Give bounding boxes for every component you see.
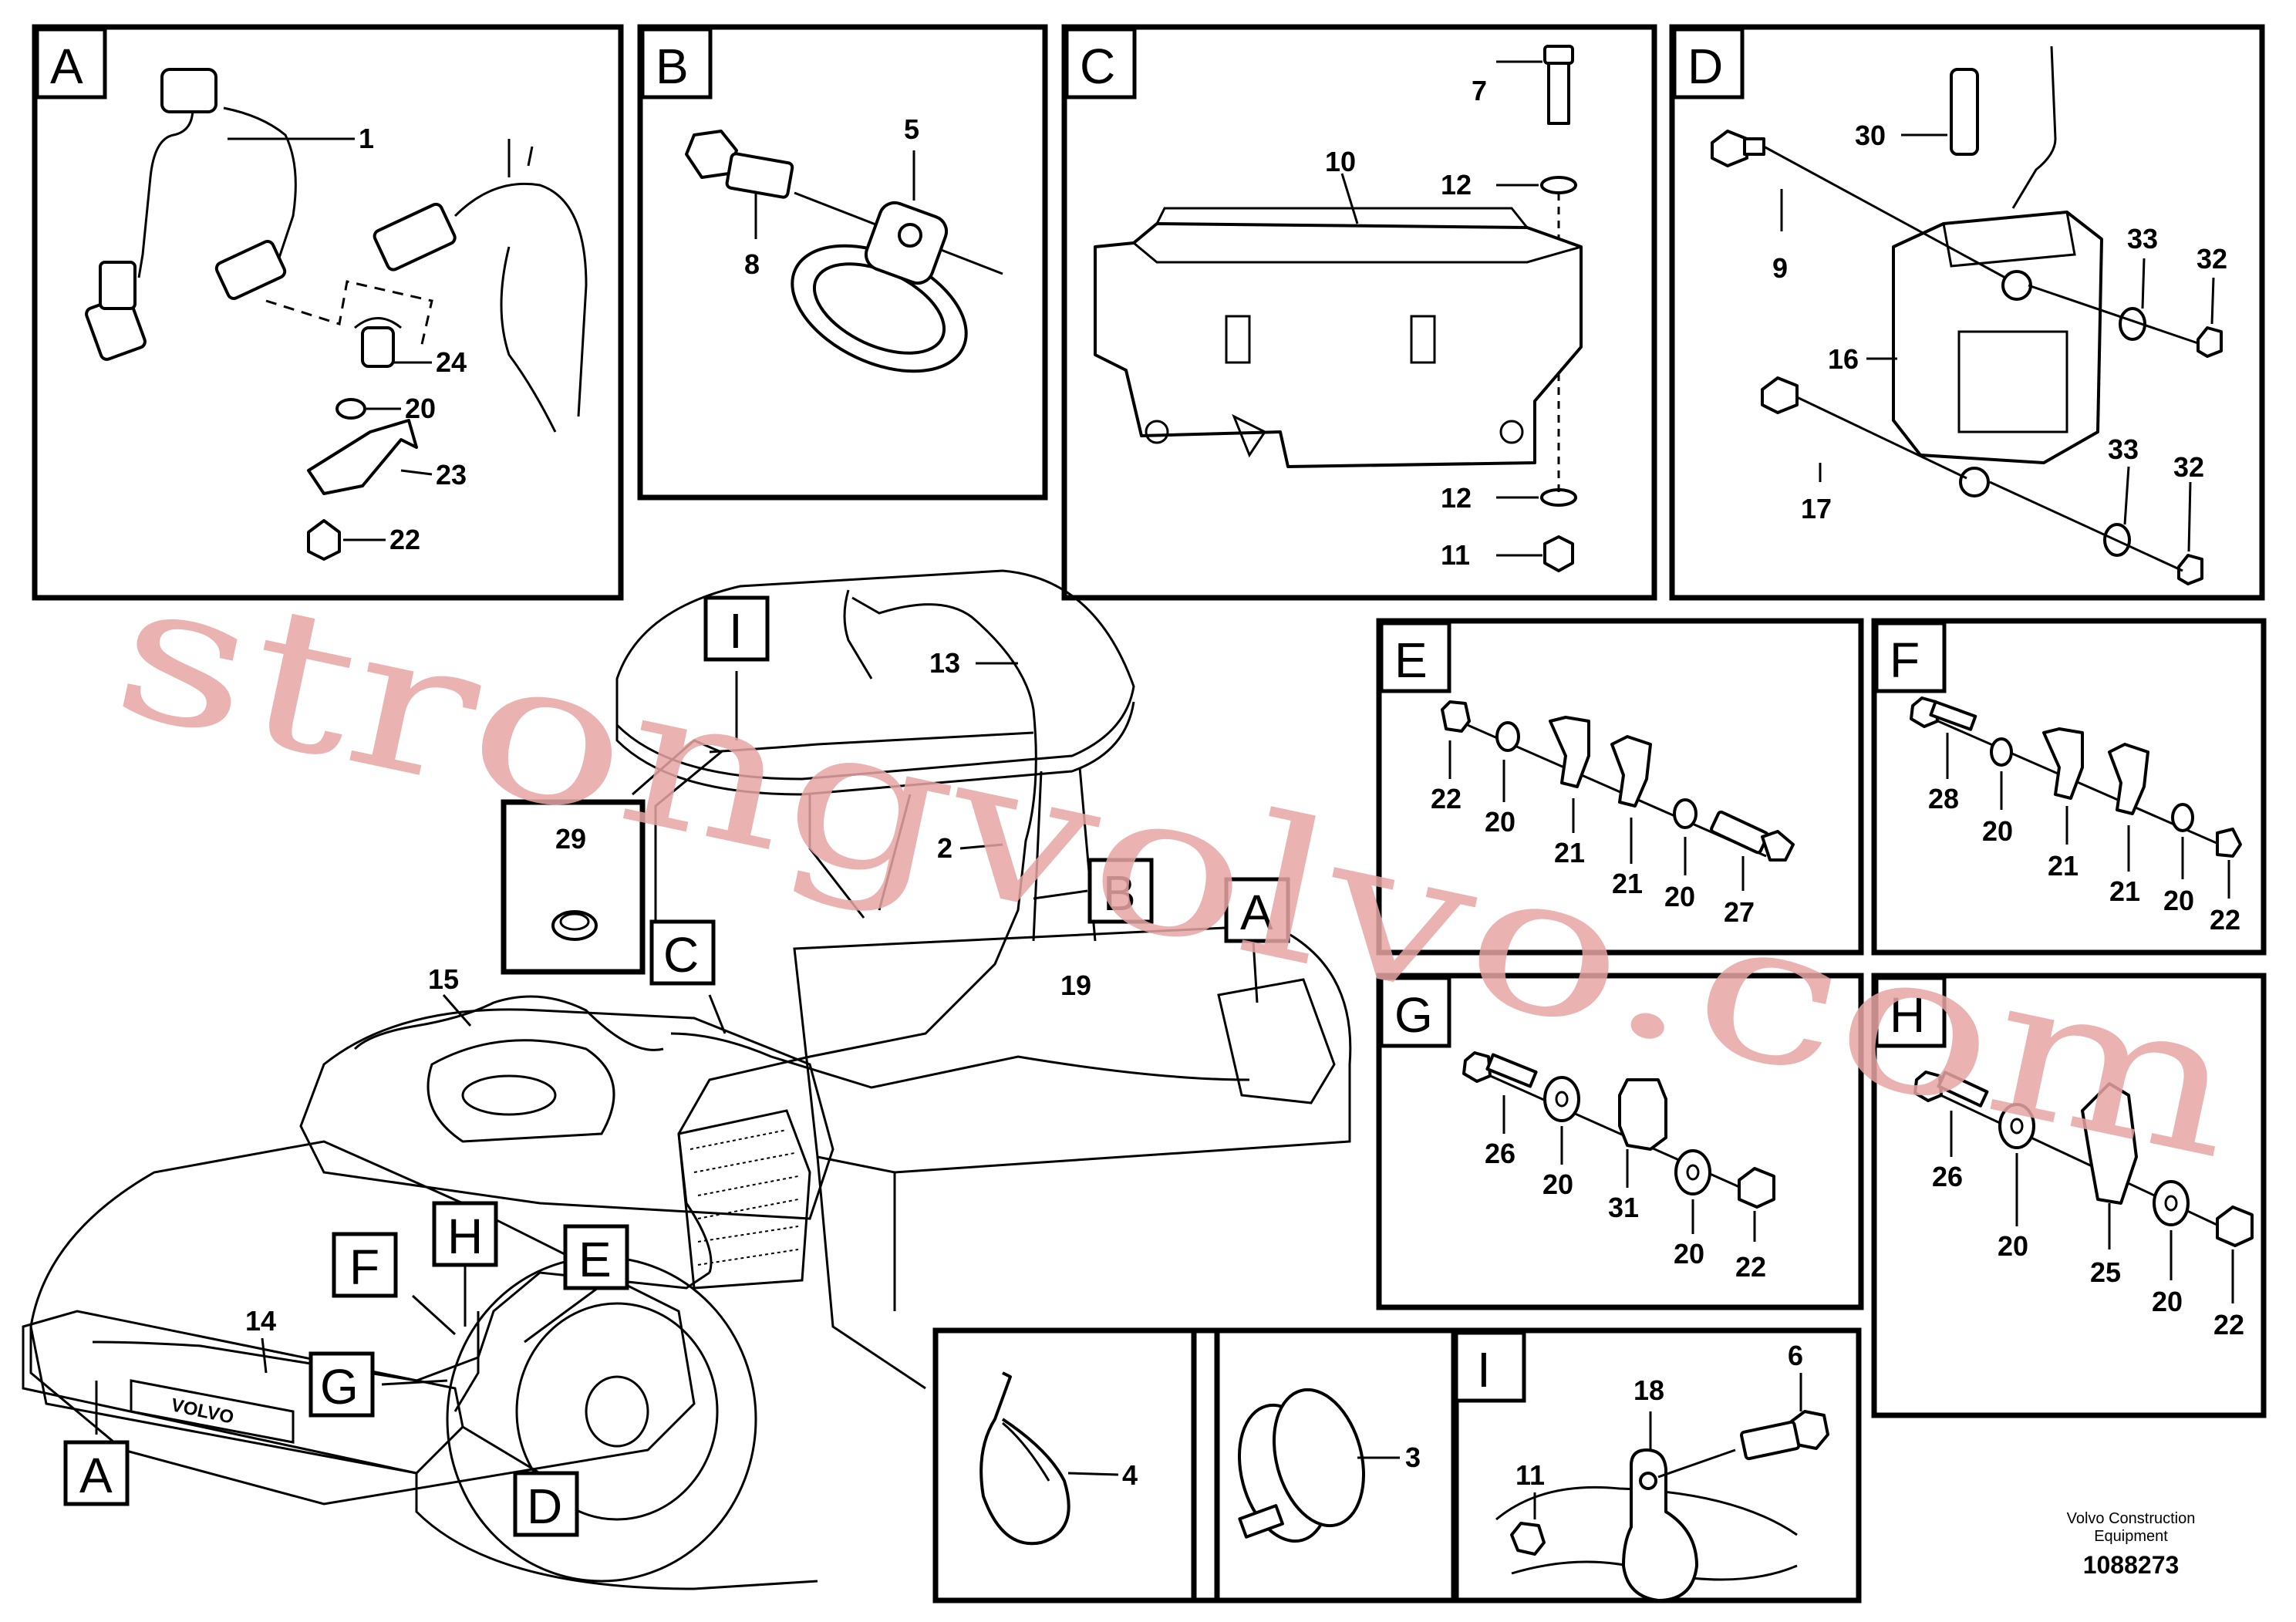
part-label: 28 — [1928, 783, 1959, 814]
part-label: 21 — [1554, 837, 1585, 868]
main-tag: E — [578, 1232, 612, 1287]
panel-i-tag: I — [1477, 1342, 1491, 1398]
part-label: 18 — [1633, 1374, 1664, 1406]
part-label: 12 — [1441, 169, 1472, 201]
panel-b: B 5 8 — [637, 24, 1048, 501]
main-tag: B — [1103, 865, 1136, 921]
part-label: 24 — [436, 346, 467, 378]
panel-f: F 28 20 21 21 20 22 — [1871, 618, 2267, 956]
part-label: 10 — [1325, 146, 1356, 177]
part-label: 2 — [937, 832, 952, 864]
panel-h: H 26 20 25 20 22 — [1871, 973, 2267, 1418]
part-label: 20 — [1982, 815, 2013, 847]
panel-a: A 1 24 20 23 22 — [32, 24, 624, 601]
panel-c-tag: C — [1080, 39, 1115, 94]
part-label: 8 — [744, 248, 760, 280]
panel-i: I 18 6 11 — [1451, 1327, 1862, 1603]
part-label: 32 — [2173, 451, 2204, 483]
part-label: 20 — [1485, 806, 1515, 838]
part-label: 32 — [2197, 243, 2227, 275]
part-label: 21 — [2109, 875, 2140, 907]
panel-cable-tie: 4 — [932, 1327, 1220, 1603]
panel-f-tag: F — [1890, 632, 1920, 688]
part-label: 11 — [1441, 539, 1470, 571]
part-label: 14 — [245, 1305, 276, 1337]
part-label: 26 — [1932, 1161, 1963, 1192]
main-tag: C — [663, 927, 699, 983]
panel-c: C 7 10 12 12 11 — [1061, 24, 1657, 601]
part-label: 33 — [2127, 223, 2158, 255]
main-tag: H — [447, 1209, 483, 1264]
part-label: 6 — [1788, 1340, 1803, 1371]
main-tag: I — [729, 603, 743, 659]
main-tag: A — [79, 1448, 113, 1503]
part-label: 1 — [359, 123, 374, 154]
part-label: 20 — [1998, 1230, 2028, 1262]
main-tag: D — [527, 1479, 562, 1534]
part-label: 26 — [1485, 1138, 1515, 1169]
panel-e-tag: E — [1394, 632, 1428, 688]
panel-g-tag: G — [1394, 987, 1433, 1043]
panel-g: G 26 20 31 20 22 — [1376, 973, 1864, 1310]
panel-d: D 30 9 33 32 16 17 33 32 — [1669, 24, 2265, 601]
panel-hose-clamp: 3 — [1191, 1327, 1459, 1603]
part-label: 25 — [2090, 1256, 2121, 1288]
part-label: 22 — [389, 524, 420, 555]
machine-overview: VOLVO I B A — [22, 569, 1352, 1590]
part-label: 3 — [1405, 1442, 1421, 1473]
main-tag: A — [1240, 885, 1273, 940]
part-label: 9 — [1772, 252, 1788, 284]
part-label: 12 — [1441, 482, 1472, 514]
part-label: 11 — [1515, 1459, 1545, 1491]
part-label: 20 — [2163, 885, 2194, 916]
part-label: 27 — [1724, 896, 1755, 928]
part-label: 33 — [2108, 433, 2139, 465]
part-label: 15 — [428, 963, 459, 995]
part-label: 16 — [1828, 343, 1859, 375]
part-label: 20 — [1542, 1168, 1573, 1200]
part-label: 22 — [2210, 904, 2240, 936]
part-label: 21 — [2048, 850, 2079, 882]
main-tag: F — [349, 1239, 379, 1295]
part-label: 23 — [436, 459, 467, 491]
panel-b-tag: B — [656, 39, 689, 94]
part-label: 21 — [1612, 868, 1643, 899]
part-label: 4 — [1122, 1459, 1138, 1491]
part-label: 22 — [2213, 1309, 2244, 1340]
part-label: 22 — [1431, 783, 1462, 814]
part-label: 30 — [1855, 120, 1886, 151]
part-label: 22 — [1735, 1251, 1766, 1283]
main-tag: G — [320, 1359, 359, 1415]
part-label: 5 — [904, 113, 919, 145]
company-name-line1: Volvo Construction — [2067, 1510, 2196, 1527]
part-label: 19 — [1060, 969, 1091, 1001]
part-label: 31 — [1608, 1192, 1639, 1223]
panel-e: E 22 20 21 21 20 27 — [1376, 618, 1864, 956]
panel-d-tag: D — [1687, 39, 1723, 94]
company-name-line2: Equipment — [2094, 1528, 2168, 1545]
part-label: 13 — [929, 647, 960, 679]
part-label: 20 — [1664, 881, 1695, 912]
panel-a-tag: A — [50, 39, 83, 94]
part-label: 29 — [555, 823, 586, 855]
part-label: 17 — [1801, 493, 1832, 524]
drawing-number: 1088273 — [2083, 1551, 2180, 1579]
part-label: 7 — [1472, 75, 1487, 106]
part-label: 20 — [405, 393, 436, 424]
panel-h-tag: H — [1890, 987, 1925, 1043]
part-label: 20 — [2152, 1286, 2183, 1317]
part-label: 20 — [1674, 1238, 1704, 1270]
